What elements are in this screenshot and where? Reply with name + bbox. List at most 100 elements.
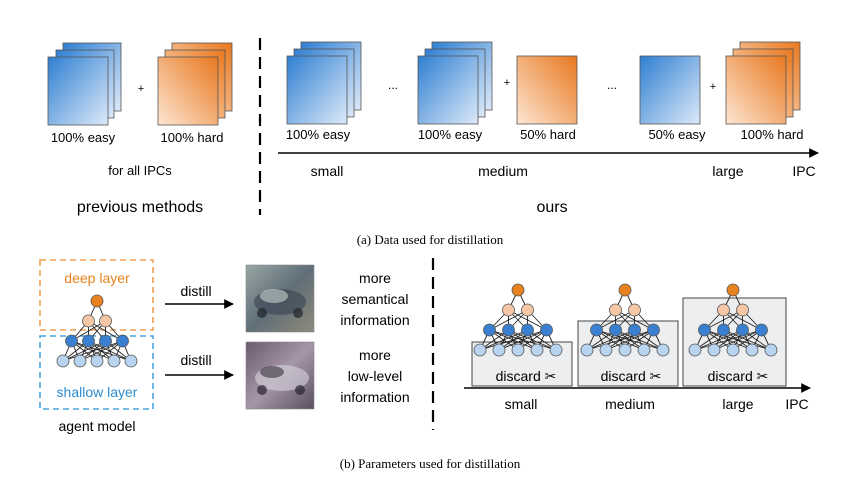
network-edge — [479, 329, 528, 351]
prev-ipc-note: for all IPCs — [108, 163, 172, 178]
network-node — [609, 303, 622, 317]
network-node — [656, 343, 670, 357]
info-top-line-1: more — [359, 270, 391, 286]
agent-network — [56, 294, 138, 368]
network-node — [688, 343, 702, 357]
distill-bottom-label: distill — [180, 352, 211, 368]
network-node — [107, 354, 121, 368]
network-node — [599, 343, 613, 357]
lowlevel-car-image — [245, 341, 315, 410]
network-node — [540, 323, 553, 337]
ours-dots-2: ... — [607, 78, 617, 92]
deep-layer-box — [39, 259, 154, 331]
network-node — [99, 314, 112, 328]
bottom-tick-large: large — [722, 396, 753, 412]
network-edge — [694, 329, 743, 351]
network-node — [764, 343, 778, 357]
prev-hard-label: 100% hard — [161, 130, 224, 145]
network-node — [707, 343, 721, 357]
network-large — [688, 283, 778, 357]
ours-small-easy-label: 100% easy — [286, 127, 351, 142]
bottom-axis-label: IPC — [785, 396, 808, 412]
network-edge — [62, 340, 123, 362]
network-node — [56, 354, 70, 368]
discard-text-medium: discard — [601, 368, 646, 384]
network-node — [90, 294, 104, 308]
distill-top-label: distill — [180, 283, 211, 299]
discard-label-large: discard ✂ — [708, 368, 769, 384]
prev-easy-stack — [47, 42, 122, 126]
network-node — [73, 354, 87, 368]
shallow-layer-label: shallow layer — [57, 384, 138, 400]
network-edge — [704, 309, 743, 331]
network-node — [521, 303, 534, 317]
network-node — [82, 334, 95, 348]
bottom-tick-small: small — [505, 396, 538, 412]
network-node — [580, 343, 594, 357]
agent-model-label: agent model — [58, 418, 135, 434]
info-top-line-3: information — [340, 312, 409, 328]
network-node — [473, 343, 487, 357]
ours-large-hard-stack — [725, 41, 801, 125]
network-node — [502, 303, 515, 317]
parameter-section: deep layer shallow layer agent model dis… — [39, 258, 811, 471]
network-node — [726, 283, 740, 297]
ours-large-easy-square — [639, 55, 701, 125]
network-edge — [71, 320, 106, 342]
network-edge — [479, 329, 547, 351]
network-node — [511, 343, 525, 357]
network-node — [628, 323, 641, 337]
semantic-car-image — [245, 264, 315, 333]
discard-label-small: discard ✂ — [496, 368, 557, 384]
network-small — [473, 283, 563, 357]
network-node — [116, 334, 129, 348]
prev-plus: + — [138, 83, 144, 95]
network-edge — [605, 329, 654, 351]
network-edge — [586, 329, 635, 351]
network-node — [124, 354, 138, 368]
network-node — [511, 283, 525, 297]
ours-medium-easy-stack — [417, 41, 493, 125]
data-section: + 100% easy 100% hard for all IPCs previ… — [47, 38, 819, 247]
network-node — [618, 343, 632, 357]
network-node — [483, 323, 496, 337]
discard-label-medium: discard ✂ — [601, 368, 662, 384]
ipc-networks — [473, 283, 778, 357]
network-node — [549, 343, 563, 357]
caption-a: (a) Data used for distillation — [357, 232, 504, 247]
network-node — [745, 343, 759, 357]
network-node — [736, 323, 749, 337]
ours-large-hard-label: 100% hard — [741, 127, 804, 142]
network-node — [618, 283, 632, 297]
ours-tick-small: small — [311, 163, 344, 179]
ours-tick-medium: medium — [478, 163, 528, 179]
network-node — [590, 323, 603, 337]
prev-title: previous methods — [77, 199, 203, 216]
network-node — [521, 323, 534, 337]
network-node — [717, 323, 730, 337]
prev-easy-label: 100% easy — [51, 130, 116, 145]
network-node — [99, 334, 112, 348]
discard-text-large: discard — [708, 368, 753, 384]
network-node — [609, 323, 622, 337]
ours-tick-large: large — [712, 163, 743, 179]
network-node — [492, 343, 506, 357]
info-bottom-line-1: more — [359, 347, 391, 363]
ours-title: ours — [536, 199, 567, 216]
network-node — [82, 314, 95, 328]
network-node — [726, 343, 740, 357]
ours-medium-hard-label: 50% hard — [520, 127, 576, 142]
network-node — [502, 323, 515, 337]
ours-large-easy-label: 50% easy — [648, 127, 706, 142]
network-node — [65, 334, 78, 348]
bottom-tick-medium: medium — [605, 396, 655, 412]
network-edge — [62, 340, 106, 362]
network-edge — [713, 329, 762, 351]
deep-layer-label: deep layer — [64, 270, 130, 286]
network-medium — [580, 283, 670, 357]
network-edge — [694, 329, 762, 351]
discard-text-small: discard — [496, 368, 541, 384]
ours-dots-1: ... — [388, 78, 398, 92]
